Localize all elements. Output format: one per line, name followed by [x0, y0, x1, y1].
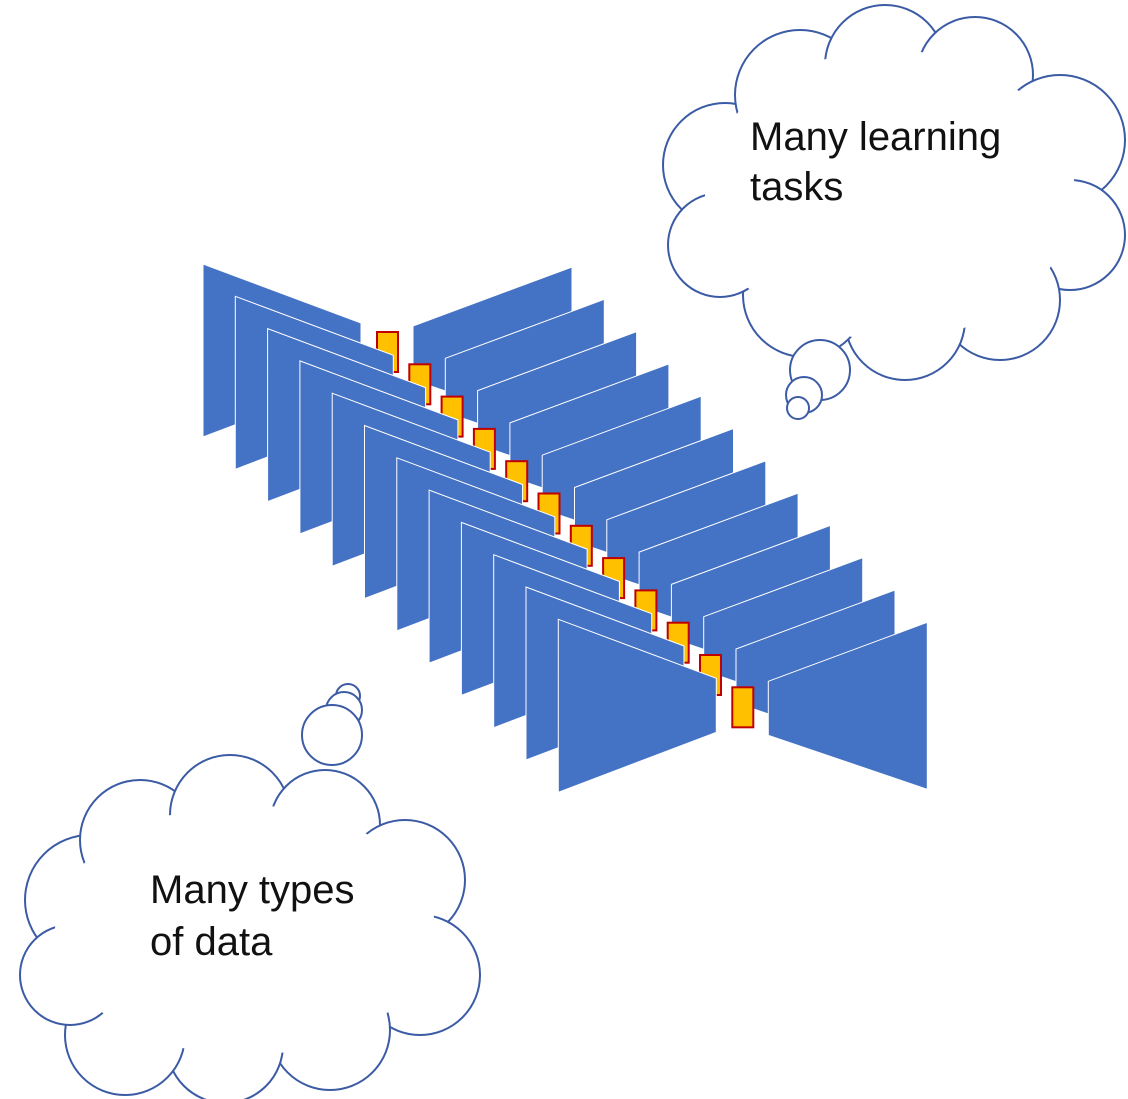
data-cloud-line-1: Many types [150, 868, 355, 912]
tasks-cloud-line-2: tasks [750, 165, 843, 209]
autoencoder-stack [202, 263, 928, 794]
decoder-block [767, 621, 928, 790]
latent-code [731, 686, 755, 729]
data-cloud-shape [19, 754, 481, 1099]
data-cloud-text: Many types of data [150, 868, 366, 964]
data-cloud-line-2: of data [150, 920, 273, 964]
tasks-cloud-text: Many learning tasks [750, 115, 1012, 209]
data-thought-bubble-large [301, 704, 363, 766]
data-thought-cloud: Many types of data [19, 683, 481, 1099]
tasks-thought-cloud: Many learning tasks [662, 4, 1126, 420]
encoder-block [557, 618, 717, 794]
tasks-cloud-shape [662, 4, 1126, 381]
tasks-cloud-line-1: Many learning [750, 115, 1001, 159]
tasks-thought-bubble-small [786, 396, 810, 420]
autoencoder-unit [557, 618, 928, 794]
